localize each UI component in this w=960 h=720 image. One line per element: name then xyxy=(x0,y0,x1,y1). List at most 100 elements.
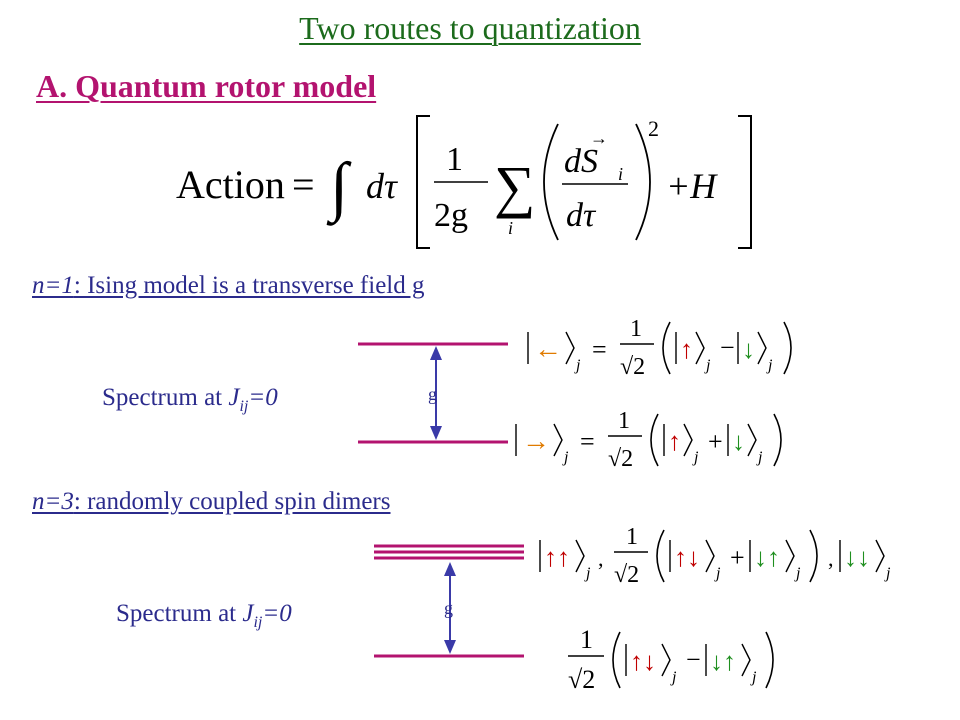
up-arrow: ↑ xyxy=(668,427,681,456)
comma: , xyxy=(598,546,604,571)
sum-sign: ∑ xyxy=(494,154,535,219)
close-paren xyxy=(765,631,774,689)
dimer-gap-arrowhead-up xyxy=(444,562,456,576)
ket-angle xyxy=(741,643,751,677)
up-down-arrows: ↑↓ xyxy=(630,647,656,676)
slide-title: Two routes to quantization xyxy=(299,10,641,46)
deriv-numerator: dS xyxy=(564,143,598,180)
minus-sign: − xyxy=(686,645,701,674)
ket-subscript: j xyxy=(714,565,721,582)
ket-subscript: j xyxy=(794,565,801,582)
ket-angle xyxy=(705,539,715,573)
right-bracket xyxy=(738,115,752,249)
action-label: Action xyxy=(176,162,285,207)
section-heading-dimers: n=3: randomly coupled spin dimers xyxy=(32,488,391,516)
vector-arrow: → xyxy=(590,128,608,148)
ket-angle xyxy=(747,423,757,457)
ket-left-arrow: ← xyxy=(534,334,562,365)
hamiltonian-term: +H xyxy=(666,166,718,206)
ket-subscript: j xyxy=(704,357,711,374)
dimers-heading-text: : randomly coupled spin dimers xyxy=(73,488,391,515)
plus-sign: + xyxy=(708,427,723,456)
triplet-states: ↑↑ j , 1 √2 ↑↓ j + ↓↑ j , ↓↓ j xyxy=(539,524,891,588)
ising-lower-state: → j = 1 √2 ↑ j + ↓ j xyxy=(515,408,782,472)
frac-numerator: 1 xyxy=(446,141,463,178)
spectrum-text: Spectrum at xyxy=(116,600,243,627)
deriv-subscript: i xyxy=(618,164,623,184)
ket-subscript: j xyxy=(750,669,757,686)
singlet-state: 1 √2 ↑↓ j − ↓↑ j xyxy=(568,625,774,694)
norm-denominator: √2 xyxy=(614,562,639,588)
sum-index: i xyxy=(508,218,513,238)
norm-denominator: √2 xyxy=(568,665,595,694)
ket-angle xyxy=(661,643,671,677)
spectrum-coupling: J xyxy=(228,384,240,411)
down-arrow: ↓ xyxy=(742,335,755,364)
norm-numerator: 1 xyxy=(626,524,638,550)
ket-angle xyxy=(875,539,885,573)
left-bracket xyxy=(416,115,430,249)
ising-n-value: n=1 xyxy=(32,272,74,299)
ket-angle xyxy=(785,539,795,573)
ket-angle xyxy=(565,331,575,365)
minus-sign: − xyxy=(720,333,735,362)
ket-angle xyxy=(757,331,767,365)
norm-numerator: 1 xyxy=(618,408,630,434)
integral-sign: ∫ xyxy=(326,150,352,226)
spectrum-coupling-subscript: ij xyxy=(253,614,263,631)
ket-subscript: j xyxy=(692,449,699,466)
ising-gap-arrowhead-up xyxy=(430,346,442,360)
open-paren xyxy=(656,529,665,583)
equals-sign: = xyxy=(580,427,595,456)
dimer-energy-levels xyxy=(374,544,524,658)
open-paren xyxy=(662,321,671,375)
ket-angle xyxy=(683,423,693,457)
ising-gap-label: g xyxy=(428,384,437,404)
ising-energy-levels xyxy=(358,342,508,444)
ket-subscript: j xyxy=(766,357,773,374)
down-up-arrows: ↓↑ xyxy=(754,543,780,572)
up-arrow: ↑ xyxy=(680,335,693,364)
down-up-arrows: ↓↑ xyxy=(710,647,736,676)
deriv-denominator: dτ xyxy=(566,197,597,234)
ket-subscript: j xyxy=(574,357,581,374)
down-arrow: ↓ xyxy=(732,427,745,456)
action-equation: Action = ∫ dτ 1 2g ∑ i dS → i dτ 2 +H xyxy=(176,115,752,249)
spectrum-value: =0 xyxy=(262,600,292,627)
ket-angle xyxy=(695,331,705,365)
norm-numerator: 1 xyxy=(630,316,642,342)
spectrum-text: Spectrum at xyxy=(102,384,229,411)
ket-right-arrow: → xyxy=(522,426,550,457)
close-paren xyxy=(809,529,818,583)
comma: , xyxy=(828,546,834,571)
ket-subscript: j xyxy=(584,565,591,582)
left-paren xyxy=(543,123,559,241)
action-equals: = xyxy=(292,162,315,207)
up-down-arrows: ↑↓ xyxy=(674,543,700,572)
spectrum-value: =0 xyxy=(248,384,278,411)
ising-gap-arrowhead-down xyxy=(430,426,442,440)
integral-measure: dτ xyxy=(366,166,398,206)
dimers-spectrum-label: Spectrum at Jij=0 xyxy=(116,600,292,632)
up-up-arrows: ↑↑ xyxy=(544,543,570,572)
ket-subscript: j xyxy=(884,565,891,582)
section-heading-rotor: A. Quantum rotor model xyxy=(36,68,377,104)
open-paren xyxy=(650,413,659,467)
ising-upper-state: ← j = 1 √2 ↑ j − ↓ j xyxy=(527,316,792,380)
ket-angle xyxy=(575,539,585,573)
open-paren xyxy=(612,631,621,689)
close-paren xyxy=(783,321,792,375)
frac-denominator: 2g xyxy=(434,197,468,234)
dimer-gap-arrowhead-down xyxy=(444,640,456,654)
norm-denominator: √2 xyxy=(608,446,633,472)
ket-subscript: j xyxy=(756,449,763,466)
spectrum-coupling-subscript: ij xyxy=(239,398,249,415)
close-paren xyxy=(773,413,782,467)
power-exponent: 2 xyxy=(648,116,659,141)
down-down-arrows: ↓↓ xyxy=(844,543,870,572)
section-heading-ising: n=1: Ising model is a transverse field g xyxy=(32,272,425,300)
norm-denominator: √2 xyxy=(620,354,645,380)
norm-numerator: 1 xyxy=(580,625,593,654)
dimer-gap-label: g xyxy=(444,598,453,618)
ket-subscript: j xyxy=(670,669,677,686)
